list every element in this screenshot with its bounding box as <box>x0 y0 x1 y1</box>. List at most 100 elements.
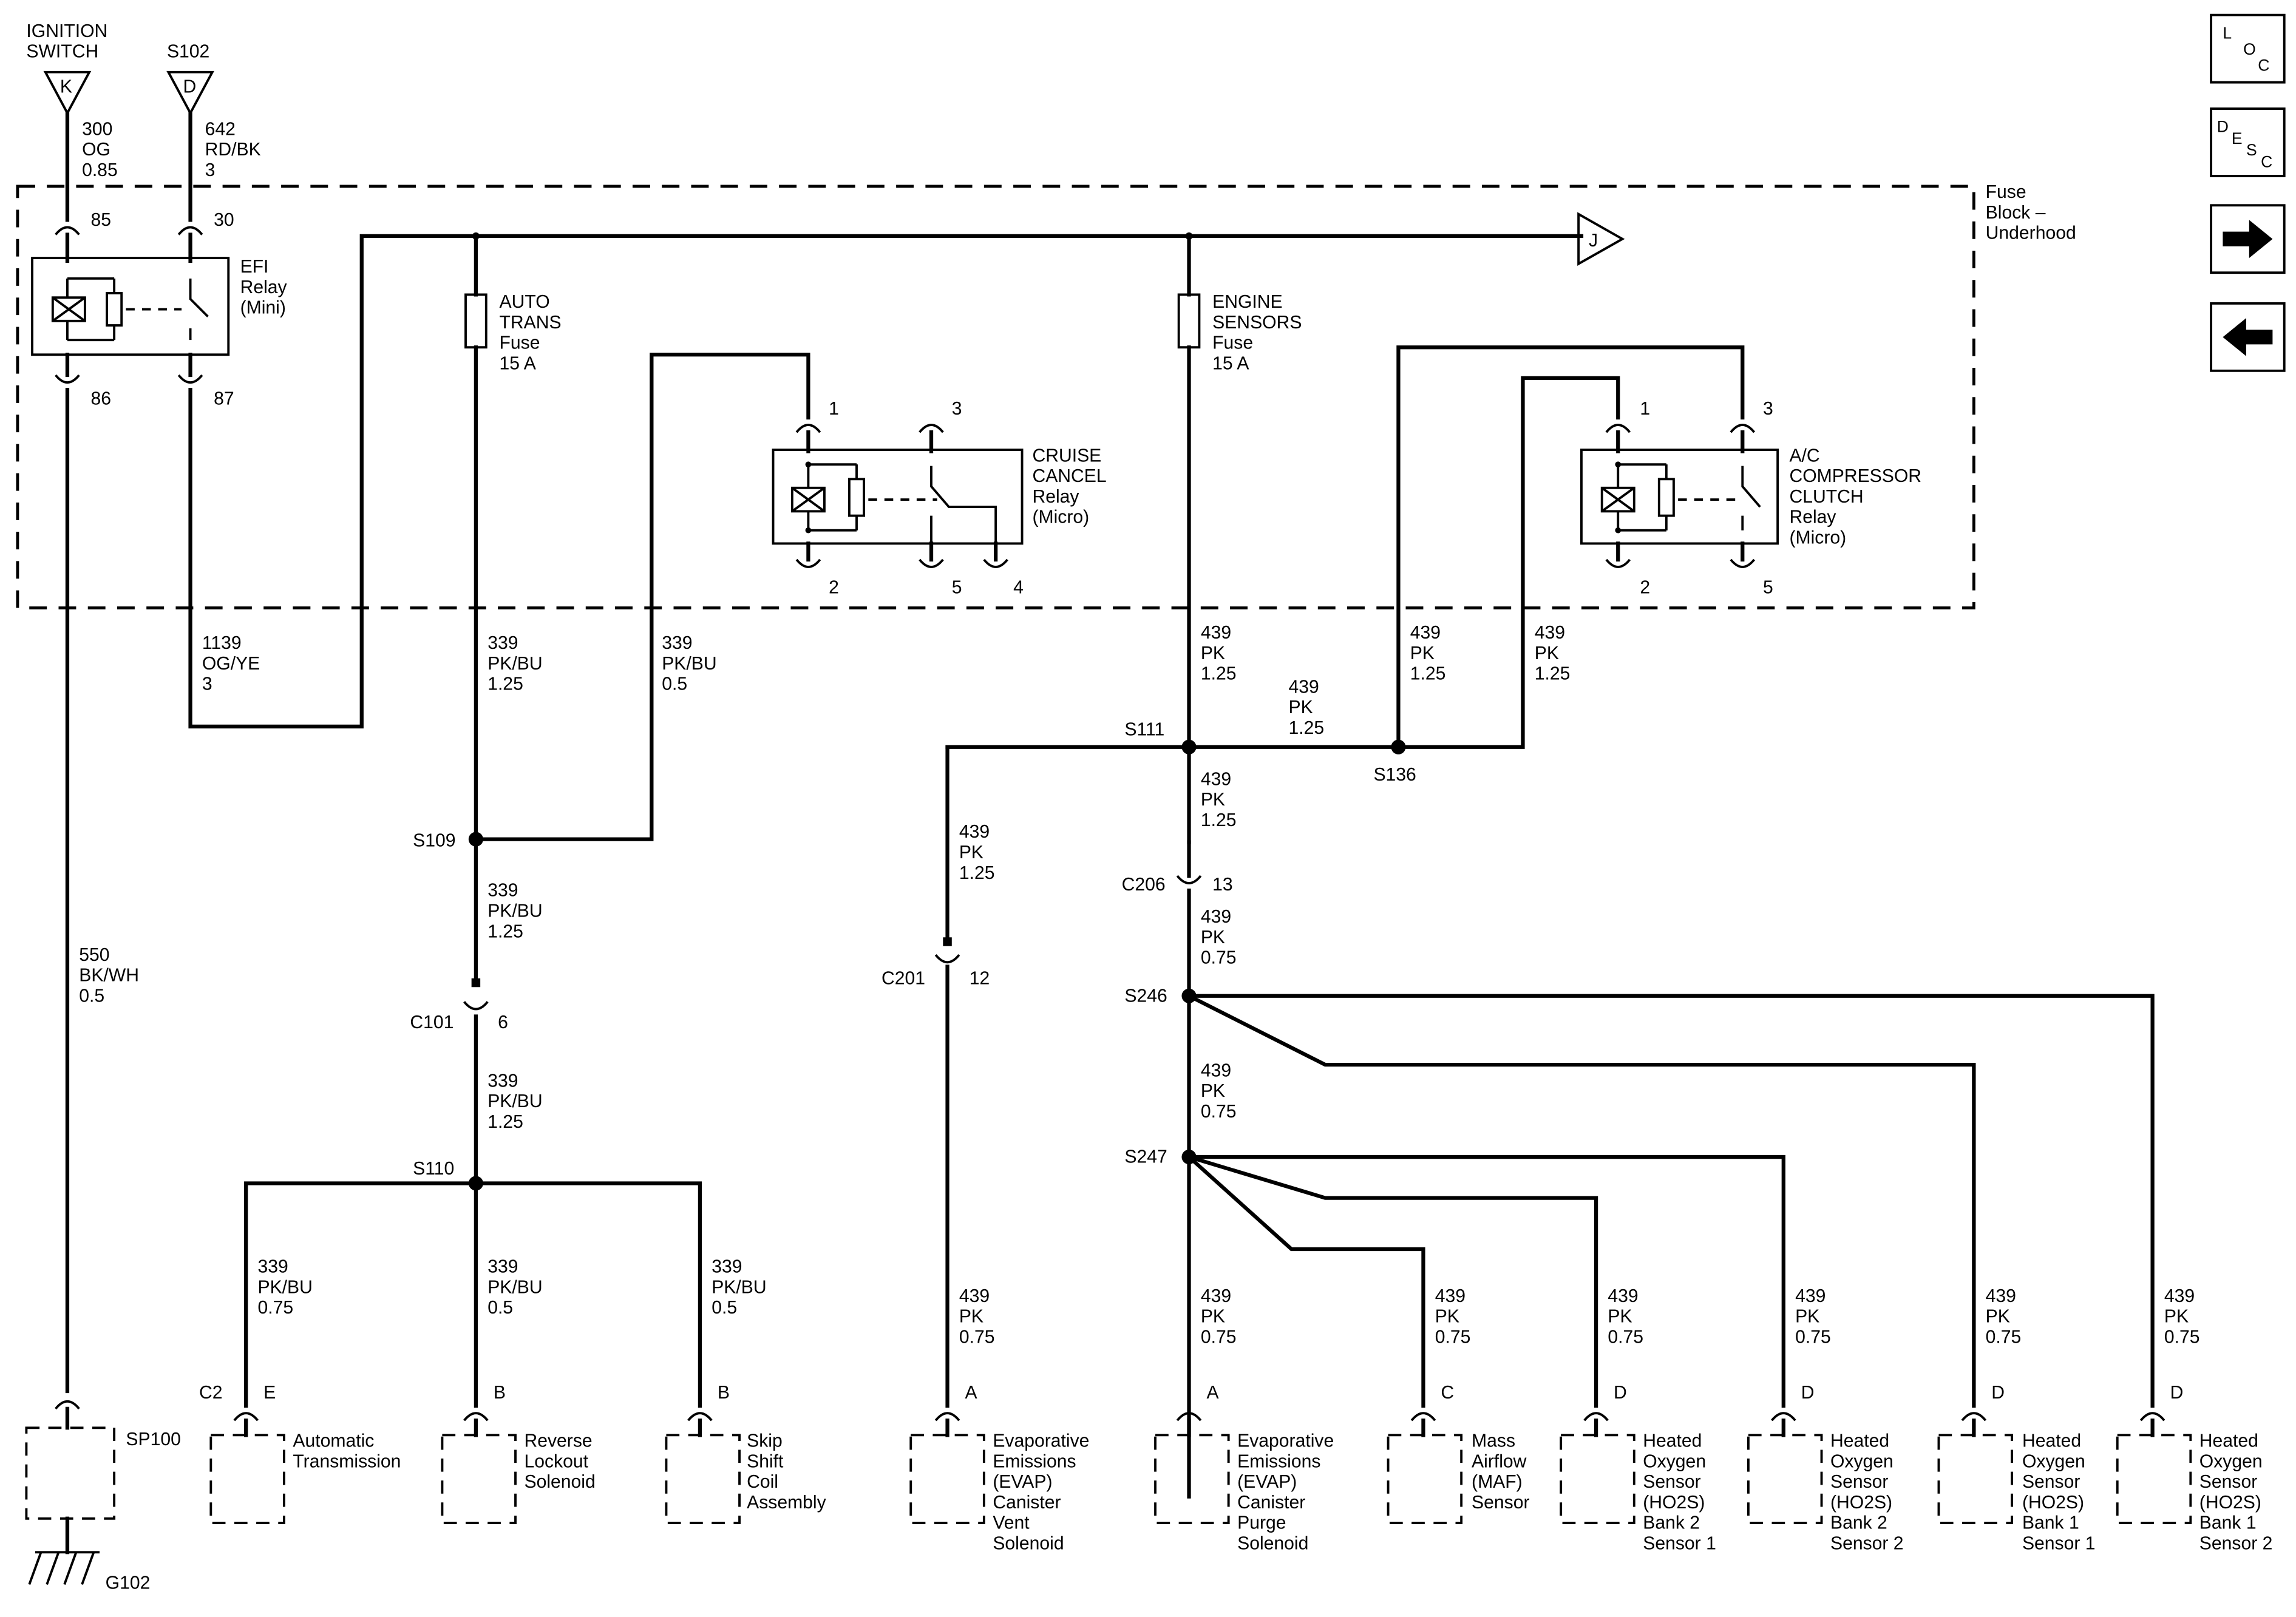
svg-text:C: C <box>2258 56 2269 74</box>
connector-j-symbol <box>1577 212 1625 266</box>
svg-text:L: L <box>2223 24 2232 42</box>
connector-d-symbol <box>166 70 214 116</box>
splice-s136-label: S136 <box>1373 765 1416 785</box>
svg-text:S102: S102 <box>167 42 209 62</box>
desc-button[interactable]: D E S C <box>2210 107 2286 177</box>
arrow-left-icon[interactable] <box>2210 302 2286 372</box>
c206-label: C206 <box>1122 875 1166 895</box>
splice-s111-label: S111 <box>1124 719 1164 739</box>
sp100-component: SP100 G102 <box>25 1400 181 1593</box>
svg-text:B: B <box>718 1383 730 1403</box>
svg-text:D: D <box>1614 1383 1627 1403</box>
splice-s246-label: S246 <box>1124 986 1167 1006</box>
c101-label: C101 <box>410 1012 453 1032</box>
svg-text:2: 2 <box>1640 577 1650 597</box>
splice-s110-label: S110 <box>413 1159 454 1179</box>
ground-g102-label: G102 <box>106 1573 151 1593</box>
relay-coil-icon <box>51 296 86 322</box>
splice-s136-dot <box>1391 739 1406 754</box>
svg-text:30: 30 <box>214 210 234 230</box>
svg-text:2: 2 <box>829 577 839 597</box>
connector-k-letter: K <box>60 77 72 97</box>
svg-text:C2: C2 <box>199 1383 223 1403</box>
svg-text:1: 1 <box>829 399 839 419</box>
svg-text:12: 12 <box>970 968 990 988</box>
svg-text:4: 4 <box>1013 577 1024 597</box>
svg-text:D: D <box>2170 1383 2184 1403</box>
svg-text:A: A <box>1206 1383 1219 1403</box>
splice-s111-dot <box>1181 739 1197 754</box>
c201-label: C201 <box>881 968 925 988</box>
svg-text:SP100: SP100 <box>126 1429 180 1449</box>
svg-text:13: 13 <box>1212 875 1233 895</box>
svg-text:6: 6 <box>498 1012 508 1032</box>
svg-text:1: 1 <box>1640 399 1650 419</box>
fuse-block-label: Fuse Block – Underhood <box>1986 182 2076 243</box>
arrow-right-icon[interactable] <box>2210 204 2286 274</box>
connector-d-letter: D <box>183 77 196 97</box>
svg-text:87: 87 <box>214 388 234 408</box>
svg-text:86: 86 <box>91 388 112 408</box>
fuse-block-boundary <box>16 185 1975 609</box>
loc-button[interactable]: L O C <box>2210 13 2286 84</box>
svg-text:5: 5 <box>952 577 962 597</box>
svg-text:5: 5 <box>1763 577 1773 597</box>
svg-text:3: 3 <box>1763 399 1773 419</box>
splice-s109-dot <box>468 832 483 847</box>
svg-text:S: S <box>2246 141 2257 159</box>
svg-text:O: O <box>2243 40 2256 58</box>
svg-text:A: A <box>965 1383 978 1403</box>
svg-text:B: B <box>494 1383 506 1403</box>
svg-text:C: C <box>2261 153 2272 171</box>
